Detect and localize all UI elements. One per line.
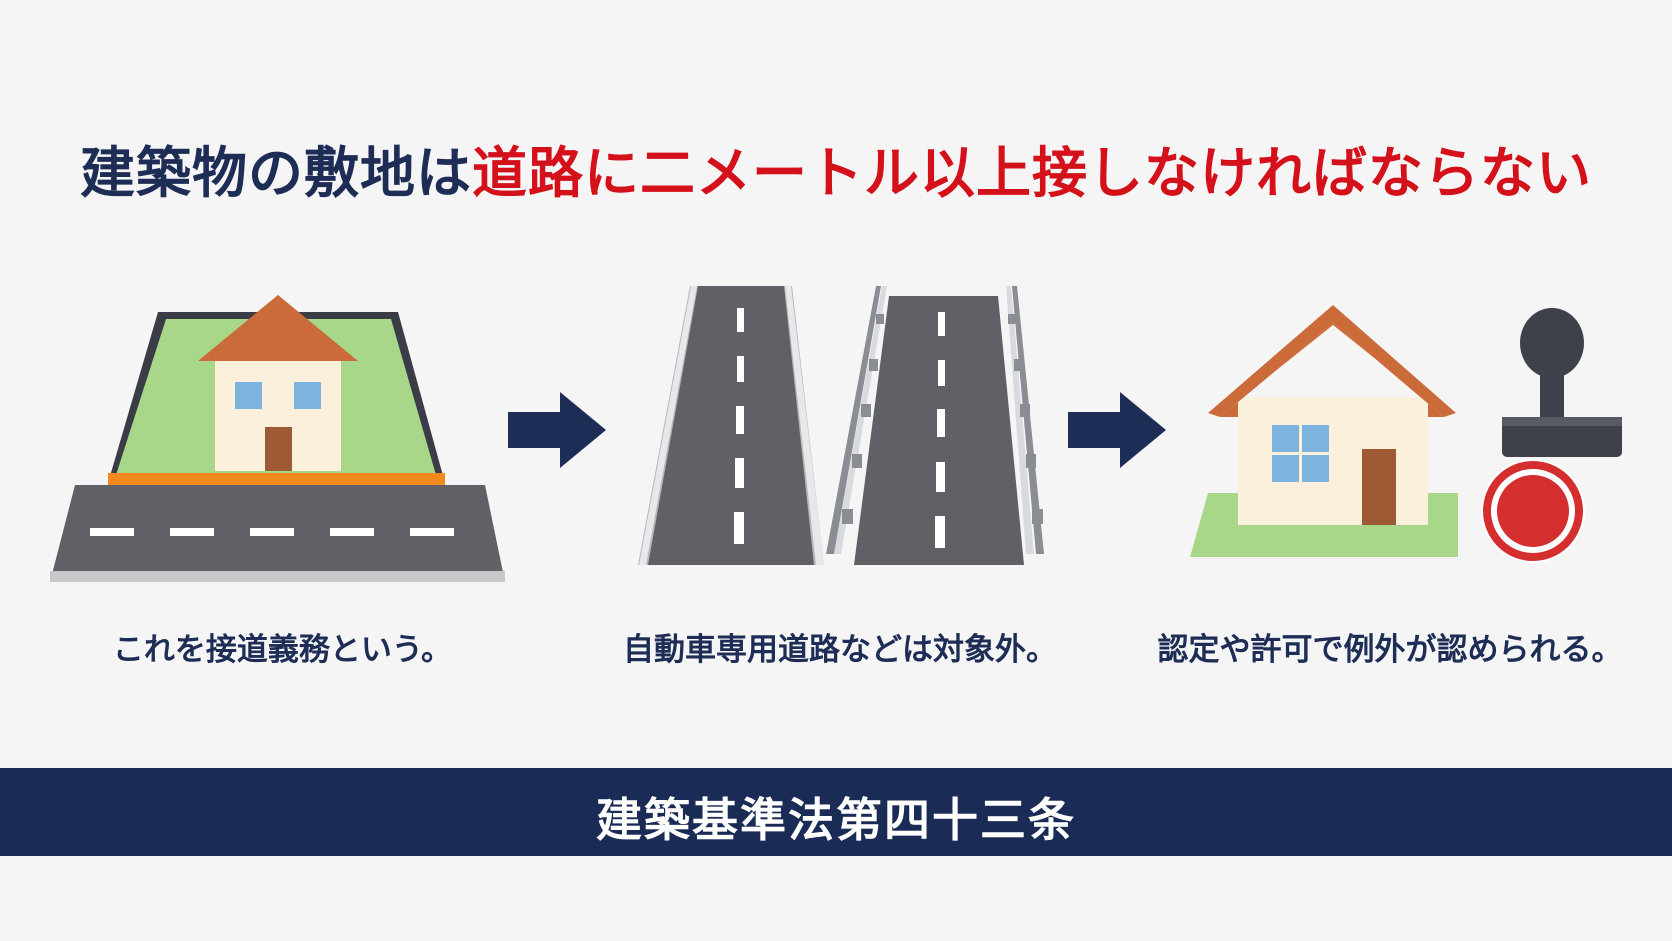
arrow-right-icon: [1068, 392, 1166, 468]
page-title: 建築物の敷地は道路に二メートル以上接しなければならない: [0, 128, 1672, 208]
expressway-icon: [638, 286, 1044, 565]
title-part-2: 道路に二メートル以上接しなければならない: [472, 141, 1593, 205]
house-approval-stamp-icon: [1190, 305, 1622, 563]
footer-bar: 建築基準法第四十三条: [0, 768, 1672, 856]
step-3-caption: 認定や許可で例外が認められる。: [1157, 632, 1623, 668]
footer-label: 建築基準法第四十三条: [596, 793, 1076, 847]
step-1-caption: これを接道義務という。: [112, 632, 453, 668]
arrow-right-icon: [508, 392, 606, 468]
step-2-caption: 自動車専用道路などは対象外。: [623, 632, 1057, 668]
house-lot-road-icon: [50, 295, 505, 582]
title-part-1: 建築物の敷地は: [79, 141, 472, 205]
